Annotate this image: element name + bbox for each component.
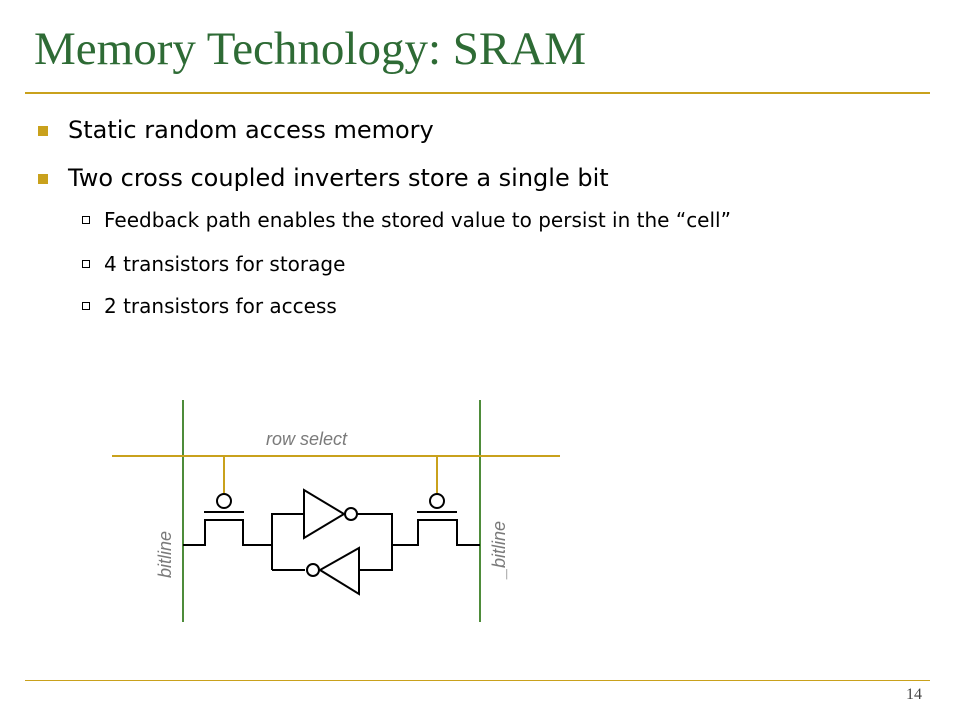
page-number: 14 xyxy=(906,686,922,703)
bullet-text: Static random access memory xyxy=(68,116,434,144)
bottom-inverter xyxy=(306,546,360,596)
row-select-label: row select xyxy=(266,429,348,449)
bullet-text: Two cross coupled inverters store a sing… xyxy=(68,164,609,192)
bitline-bar-label: _bitline xyxy=(489,521,509,580)
bitline-label: bitline xyxy=(155,531,175,578)
hollow-square-bullet-icon xyxy=(82,216,90,224)
footer-divider xyxy=(25,680,930,681)
hollow-square-bullet-icon xyxy=(82,302,90,310)
left-access-transistor xyxy=(183,493,272,546)
right-access-transistor xyxy=(392,493,480,546)
sub-bullet-text: 2 transistors for access xyxy=(104,294,337,318)
sub-bullet-text: 4 transistors for storage xyxy=(104,252,346,276)
square-bullet-icon xyxy=(38,126,48,136)
cell-wiring xyxy=(271,513,393,571)
top-inverter xyxy=(303,488,358,540)
square-bullet-icon xyxy=(38,174,48,184)
hollow-square-bullet-icon xyxy=(82,260,90,268)
slide-title: Memory Technology: SRAM xyxy=(34,23,586,75)
sub-bullet-text: Feedback path enables the stored value t… xyxy=(104,208,731,232)
title-divider xyxy=(25,92,930,94)
